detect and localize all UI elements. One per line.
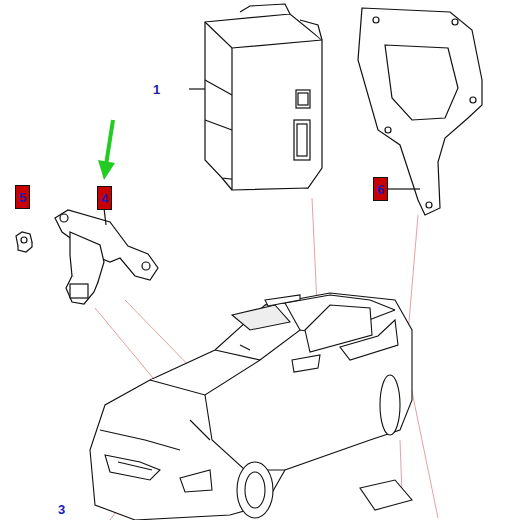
nut <box>16 232 32 252</box>
callout-number: 4 <box>101 192 108 205</box>
callout-box: 5 <box>15 185 30 209</box>
callout-box: 4 <box>97 186 112 210</box>
callout-number: 1 <box>153 83 160 96</box>
car <box>90 293 412 520</box>
mounting-bracket <box>358 8 482 215</box>
ecu-module <box>189 4 322 190</box>
callout-number: 6 <box>377 183 384 196</box>
indicator-arrow <box>98 120 115 180</box>
callout-box: 6 <box>373 177 388 201</box>
callout-number: 5 <box>19 191 26 204</box>
callout-number: 3 <box>58 503 65 516</box>
sensor <box>55 208 158 304</box>
